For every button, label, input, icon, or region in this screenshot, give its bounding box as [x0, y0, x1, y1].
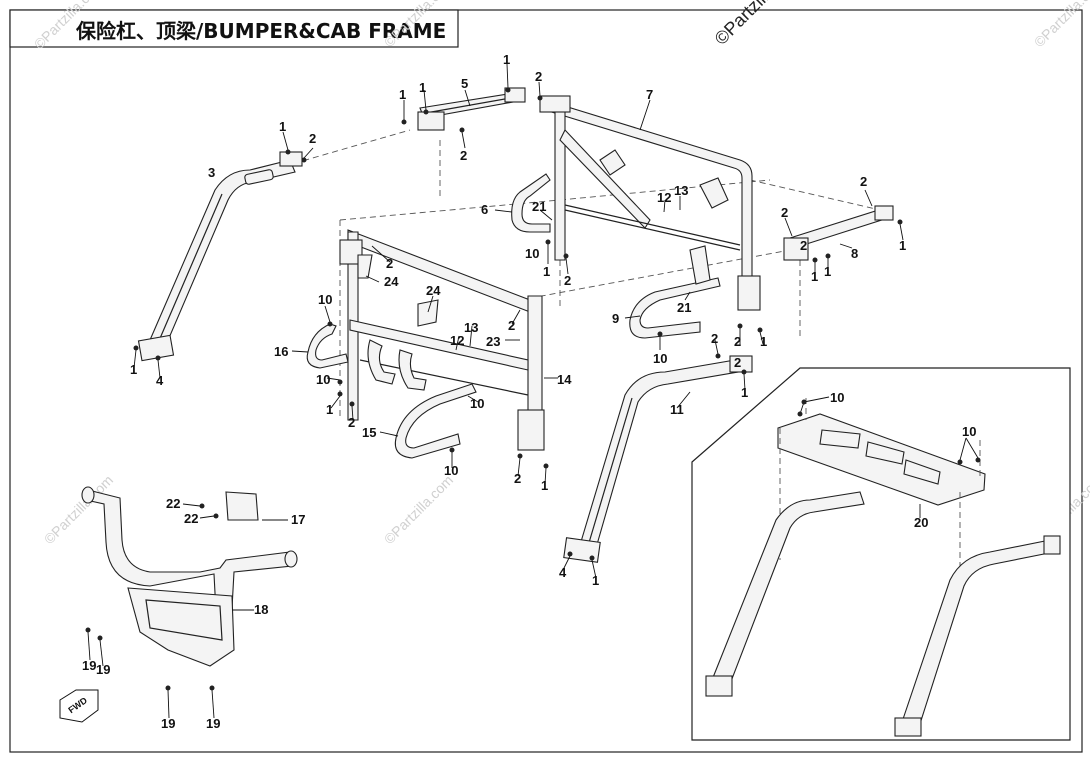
callout-2: 2	[460, 148, 467, 163]
callout-10: 10	[470, 396, 484, 411]
callout-2: 2	[564, 273, 571, 288]
callout-2: 2	[800, 238, 807, 253]
grab-handle-9	[629, 245, 721, 339]
callout-2: 2	[734, 334, 741, 349]
callout-1: 1	[541, 478, 548, 493]
callout-2: 2	[309, 131, 316, 146]
watermark: ©Partzilla.com	[381, 472, 456, 547]
callout-2: 2	[514, 471, 521, 486]
callout-22: 22	[184, 511, 198, 526]
callout-2: 2	[734, 355, 741, 370]
watermark-main: ©Partzilla.com	[711, 0, 807, 49]
grab-handle-6	[511, 173, 551, 233]
callout-1: 1	[503, 52, 510, 67]
top-cross-bar-5	[417, 87, 526, 131]
callout-labels: 1 2 3 1 5 1 2 2 7 1 6 21 12 13 2 10 1 2 …	[82, 52, 976, 731]
callout-16: 16	[274, 344, 288, 359]
callout-23: 23	[486, 334, 500, 349]
right-side-bar-8	[783, 205, 894, 261]
callout-13: 13	[674, 183, 688, 198]
callout-9: 9	[612, 311, 619, 326]
callout-14: 14	[557, 372, 572, 387]
callout-2: 2	[386, 256, 393, 271]
callout-22: 22	[166, 496, 180, 511]
callout-1: 1	[326, 402, 333, 417]
callout-1: 1	[741, 385, 748, 400]
callout-21: 21	[532, 199, 546, 214]
callout-15: 15	[362, 425, 376, 440]
cab-outline-dashes	[235, 129, 881, 420]
front-frame-14	[339, 229, 545, 451]
callout-19: 19	[96, 662, 110, 677]
callout-19: 19	[82, 658, 96, 673]
callout-2: 2	[860, 174, 867, 189]
callout-10: 10	[525, 246, 539, 261]
callout-24: 24	[426, 283, 441, 298]
diagram-border	[9, 9, 1083, 753]
callout-3: 3	[208, 165, 215, 180]
callout-19: 19	[206, 716, 220, 731]
grab-handle-15	[394, 383, 477, 459]
callout-10: 10	[830, 390, 844, 405]
callout-1: 1	[592, 573, 599, 588]
callout-10: 10	[444, 463, 458, 478]
leader-lines	[87, 63, 979, 719]
callout-1: 1	[899, 238, 906, 253]
left-roll-bar	[137, 151, 303, 362]
title-box	[9, 9, 459, 48]
callout-2: 2	[711, 331, 718, 346]
fwd-arrow: FWD	[59, 689, 99, 723]
callout-10: 10	[316, 372, 330, 387]
callout-8: 8	[851, 246, 858, 261]
callout-1: 1	[543, 264, 550, 279]
callout-21: 21	[677, 300, 691, 315]
callout-2: 2	[535, 69, 542, 84]
callout-12: 12	[450, 333, 464, 348]
callout-4: 4	[156, 373, 164, 388]
callout-5: 5	[461, 76, 468, 91]
callout-12: 12	[657, 190, 671, 205]
fastener-markers	[85, 87, 981, 691]
callout-2: 2	[781, 205, 788, 220]
callout-4: 4	[559, 565, 567, 580]
watermark: ©Partzilla.com	[1031, 0, 1090, 50]
callout-7: 7	[646, 87, 653, 102]
callout-1: 1	[130, 362, 137, 377]
callout-1: 1	[419, 80, 426, 95]
inset-roof-panel	[691, 367, 1071, 741]
right-roll-bar-11	[563, 355, 753, 563]
grab-handle-16	[306, 323, 349, 369]
callout-10: 10	[318, 292, 332, 307]
callout-1: 1	[824, 264, 831, 279]
callout-20: 20	[914, 515, 928, 530]
callout-17: 17	[291, 512, 305, 527]
front-bumper	[81, 486, 298, 667]
callout-13: 13	[464, 320, 478, 335]
callout-11: 11	[670, 402, 684, 417]
callout-18: 18	[254, 602, 268, 617]
callout-19: 19	[161, 716, 175, 731]
callout-1: 1	[399, 87, 406, 102]
callout-1: 1	[760, 334, 767, 349]
callout-6: 6	[481, 202, 488, 217]
callout-1: 1	[811, 269, 818, 284]
diagram-title: 保险杠、顶梁/BUMPER&CAB FRAME	[75, 19, 446, 43]
callout-2: 2	[348, 415, 355, 430]
callout-10: 10	[962, 424, 976, 439]
callout-24: 24	[384, 274, 399, 289]
callout-1: 1	[279, 119, 286, 134]
callout-10: 10	[653, 351, 667, 366]
rear-upper-frame-7	[539, 95, 761, 311]
callout-2: 2	[508, 318, 515, 333]
